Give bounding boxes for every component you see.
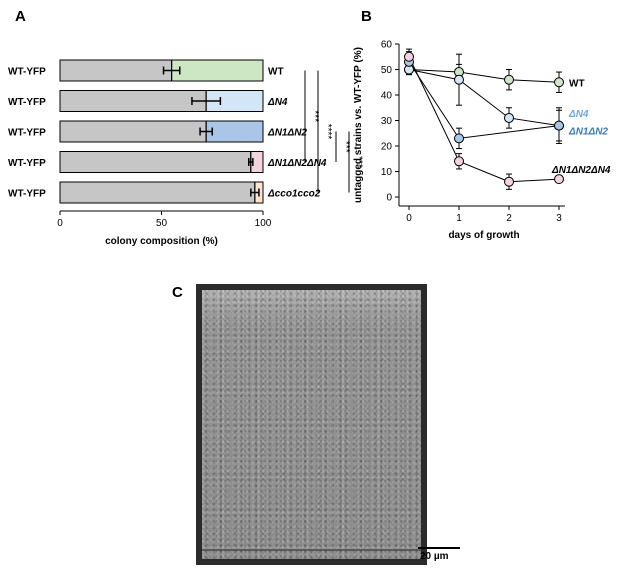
bar-left-label: WT-YFP — [8, 128, 46, 139]
y-axis-label: untagged strains vs. WT-YFP (%) — [353, 47, 364, 203]
bar-left-label: WT-YFP — [8, 67, 46, 78]
y-tick-label: 10 — [381, 167, 393, 178]
series-line — [408, 56, 560, 183]
bar-right-label: WT — [268, 67, 284, 78]
significance-label: **** — [322, 124, 333, 140]
x-tick-label: 100 — [255, 218, 272, 229]
colony-base-edge — [202, 549, 421, 551]
y-tick-label: 50 — [381, 65, 393, 76]
data-point — [454, 156, 464, 167]
series-line — [408, 69, 560, 83]
chart-b: 0 10 20 30 40 50 60 0 1 2 3 days of growth untagged … — [353, 40, 611, 242]
y-tick-label: 60 — [381, 40, 393, 51]
bar-left-label: WT-YFP — [8, 158, 46, 169]
microscopy-image — [196, 284, 427, 565]
series-line — [408, 61, 560, 139]
data-point — [404, 51, 414, 62]
significance-label: *** — [309, 110, 320, 122]
data-point — [504, 74, 514, 85]
bar-right-label: ΔN1ΔN2ΔN4 — [267, 158, 327, 169]
series-label: ΔN1ΔN2 — [568, 127, 608, 138]
data-point — [454, 74, 464, 85]
x-tick-label: 0 — [57, 218, 63, 229]
data-point — [554, 120, 564, 131]
significance-label: *** — [340, 141, 351, 153]
panel-label-a: A — [15, 8, 26, 25]
bar-left-label: WT-YFP — [8, 189, 46, 200]
x-tick-label: 0 — [406, 213, 412, 224]
y-tick-label: 0 — [386, 193, 392, 204]
significance-label: *** — [353, 156, 364, 168]
y-tick-label: 20 — [381, 142, 393, 153]
x-tick-label: 3 — [556, 213, 562, 224]
bar-right-label: Δcco1cco2 — [267, 189, 321, 200]
panel-label-b: B — [361, 8, 372, 25]
x-tick-label: 1 — [456, 213, 462, 224]
x-tick-label: 2 — [506, 213, 512, 224]
colony-cross-section — [202, 290, 421, 559]
data-point — [454, 133, 464, 144]
scale-bar — [418, 547, 460, 549]
data-point — [504, 112, 514, 123]
x-axis-label: colony composition (%) — [105, 236, 218, 247]
scale-bar-label: 20 µm — [420, 551, 449, 562]
series-label: ΔN4 — [568, 109, 589, 120]
bar-left-label: WT-YFP — [8, 97, 46, 108]
series-label: WT — [569, 78, 585, 89]
data-point — [554, 174, 564, 185]
bar-right-label: ΔN1ΔN2 — [267, 128, 307, 139]
x-tick-label: 50 — [156, 218, 168, 229]
series-label: ΔN1ΔN2ΔN4 — [551, 165, 611, 176]
x-axis-label: days of growth — [448, 230, 519, 241]
y-tick-label: 40 — [381, 91, 393, 102]
series-line — [408, 69, 560, 127]
panel-label-c: C — [172, 284, 183, 301]
bar-right-label: ΔN4 — [267, 97, 288, 108]
y-tick-label: 30 — [381, 116, 393, 127]
data-point — [554, 77, 564, 88]
data-point — [504, 176, 514, 187]
